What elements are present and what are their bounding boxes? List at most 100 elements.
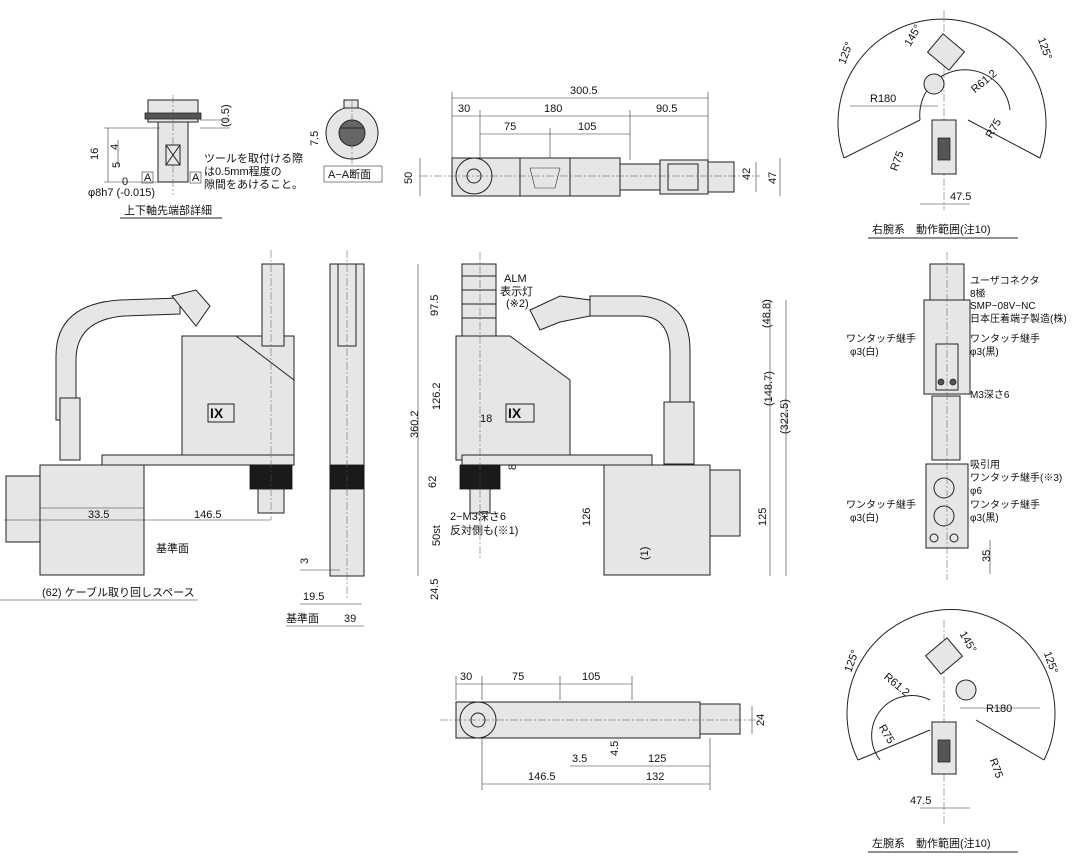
fitting-black-2: ワンタッチ継手 — [970, 498, 1040, 511]
bottom-dim-30: 30 — [460, 671, 472, 683]
front-right-125: 125 — [757, 508, 769, 526]
front-left-146-5: 146.5 — [194, 509, 222, 521]
fitting-white-2: ワンタッチ継手 — [846, 498, 916, 511]
tip-shaft-diameter: φ8h7 (-0.015) — [88, 187, 155, 199]
right-arm-caption: 右腕系 動作範囲(注10) — [872, 222, 991, 236]
front-right-24-5: 24.5 — [429, 579, 441, 600]
front-left-logo: IX — [210, 405, 224, 421]
top-view: 300.5 30 180 90.5 75 105 50 42 47 — [403, 85, 781, 197]
alm-indicator-label: 表示灯 — [500, 284, 533, 298]
front-right-148-7: (148.7) — [763, 371, 775, 406]
right-arm-145: 145° — [902, 23, 924, 49]
front-left-33-5: 33.5 — [88, 509, 109, 521]
top-dim-47: 47 — [767, 172, 779, 184]
bottom-view: 30 75 105 24 4.5 3.5 125 146.5 132 — [440, 671, 767, 790]
left-arm-125-right: 125° — [1041, 650, 1060, 675]
tip-dim-4: 4 — [109, 144, 121, 150]
section-dim-7-5: 7.5 — [309, 131, 321, 146]
front-right-50st: 50st — [431, 525, 443, 546]
top-dim-90-5: 90.5 — [656, 103, 677, 115]
fitting-black-2-size: φ3(黒) — [970, 512, 999, 524]
left-arm-r61-2: R61.2 — [881, 671, 911, 699]
tip-dim-5: 5 — [111, 162, 123, 168]
front-left-cable-space: (62) ケーブル取り回しスペース — [42, 585, 195, 599]
right-arm-r61-2: R61.2 — [969, 68, 999, 96]
front-right-360-2: 360.2 — [409, 410, 421, 438]
section-mark-a-1: A — [144, 172, 152, 184]
left-arm-125-left: 125° — [843, 648, 862, 673]
top-dim-30: 30 — [458, 103, 470, 115]
tip-detail-caption: 上下軸先端部詳細 — [124, 203, 212, 217]
tip-dim-0-5: (0.5) — [220, 104, 232, 127]
tip-note-line-1: ツールを取付ける際 — [204, 152, 303, 165]
bottom-dim-146-5: 146.5 — [528, 771, 556, 783]
right-arm-47-5: 47.5 — [950, 191, 971, 203]
front-left-3: 3 — [299, 558, 311, 564]
front-right-126: 126 — [581, 508, 593, 526]
front-left-19-5: 19.5 — [303, 591, 324, 603]
left-arm-145: 145° — [957, 629, 979, 655]
top-dim-50: 50 — [403, 172, 415, 184]
right-arm-125-left: 125° — [837, 40, 856, 65]
left-arm-caption: 左腕系 動作範囲(注10) — [872, 836, 991, 850]
right-arm-range: 125° 145° 125° R61.2 R180 R75 R75 47.5 右… — [837, 10, 1054, 239]
front-right-97-5: 97.5 — [429, 295, 441, 316]
right-arm-r180: R180 — [870, 93, 896, 105]
fitting-black-1-size: φ3(黒) — [970, 346, 999, 358]
front-right-62: 62 — [427, 476, 439, 488]
right-arm-r75-b: R75 — [888, 150, 906, 173]
suction-size: φ6 — [970, 486, 982, 497]
tip-detail: 16 5 4 (0.5) 0 A A φ8h7 (-0.015) ツールを取付け… — [88, 95, 303, 219]
bottom-dim-3-5: 3.5 — [572, 753, 587, 765]
left-arm-range: 125° 145° 125° R61.2 R180 R75 R75 47.5 左… — [843, 608, 1060, 853]
top-dim-42: 42 — [741, 168, 753, 180]
connector-part: SMP−08V−NC — [970, 301, 1036, 312]
front-right-18: 18 — [480, 413, 492, 425]
user-connector: ユーザコネクタ — [970, 275, 1039, 287]
bottom-dim-132: 132 — [646, 771, 664, 783]
suction-label: 吸引用 — [970, 459, 1000, 471]
connector-maker: 日本圧着端子製造(株) — [970, 312, 1067, 325]
bottom-dim-4-5: 4.5 — [609, 741, 621, 756]
tip-note-line-3: 隙間をあけること。 — [204, 177, 303, 191]
top-dim-180: 180 — [544, 103, 562, 115]
front-right-8: 8 — [507, 464, 519, 470]
m3-opposite-label: 反対側も(※1) — [450, 523, 518, 537]
alm-label: ALM — [504, 273, 527, 285]
bottom-dim-75: 75 — [512, 671, 524, 683]
fitting-black-1: ワンタッチ継手 — [970, 332, 1040, 345]
top-dim-105: 105 — [578, 121, 596, 133]
suction-fitting: ワンタッチ継手(※3) — [970, 471, 1062, 484]
left-arm-47-5: 47.5 — [910, 795, 931, 807]
front-right-1: (1) — [639, 547, 651, 560]
bottom-dim-105: 105 — [582, 671, 600, 683]
front-left-ref-2: 基準面 — [286, 611, 319, 625]
top-dim-300-5: 300.5 — [570, 85, 598, 97]
side-dim-35: 35 — [981, 550, 993, 562]
front-left-ref-1: 基準面 — [156, 541, 189, 555]
front-view-left: IX 33.5 146.5 基準面 (62) ケーブル取り回しスペース 3 19… — [0, 250, 365, 627]
tip-note-line-2: は0.5mm程度の — [204, 164, 282, 178]
front-right-126-2: 126.2 — [431, 382, 443, 410]
fitting-white-1-size: φ3(白) — [850, 345, 879, 358]
section-a-a: 7.5 A−A断面 — [309, 99, 383, 183]
left-arm-r180: R180 — [986, 703, 1012, 715]
alm-note: (※2) — [506, 298, 529, 310]
bottom-dim-24: 24 — [755, 714, 767, 726]
m3-depth: M3深さ6 — [970, 389, 1010, 401]
front-right-logo: IX — [508, 405, 522, 421]
left-arm-r75-b: R75 — [987, 757, 1005, 780]
front-left-39: 39 — [344, 613, 356, 625]
left-arm-r75-a: R75 — [876, 723, 896, 746]
front-right-48-8: (48.8) — [761, 299, 773, 328]
front-view-right: IX 97.5 360.2 126.2 62 50st 24.5 18 8 12… — [409, 252, 791, 600]
front-right-322-5: (322.5) — [779, 399, 791, 434]
bottom-dim-125: 125 — [648, 753, 666, 765]
m3-tap-label: 2−M3深さ6 — [450, 510, 506, 523]
right-arm-125-right: 125° — [1035, 36, 1054, 61]
section-caption: A−A断面 — [328, 167, 371, 181]
side-view-right: ユーザコネクタ 8極 SMP−08V−NC 日本圧着端子製造(株) ワンタッチ継… — [846, 252, 1067, 580]
fitting-white-2-size: φ3(白) — [850, 511, 879, 524]
connector-8pin: 8極 — [970, 287, 986, 300]
